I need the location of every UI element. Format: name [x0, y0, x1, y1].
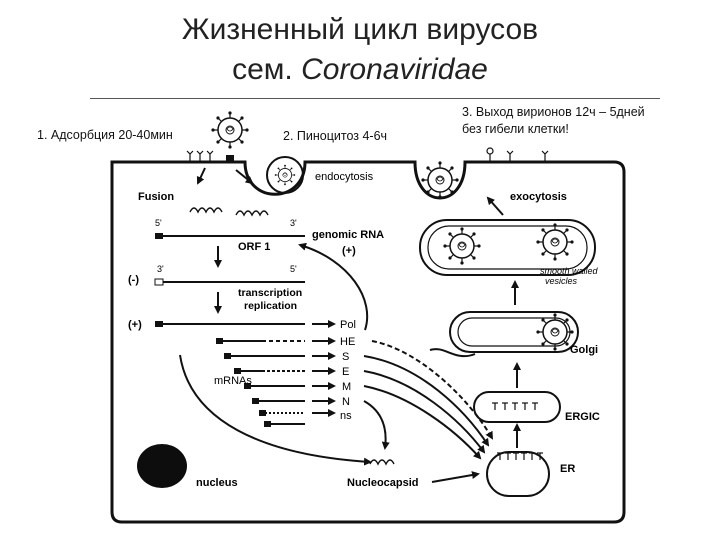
subtitle-prefix: сем.	[232, 53, 302, 86]
protein-m: M	[342, 381, 351, 393]
minus-strand-end	[154, 278, 164, 286]
released-rna-coil	[189, 207, 223, 214]
label-transcription: transcription	[238, 287, 302, 299]
label-mrnas: mRNAs	[214, 375, 252, 387]
page-title: Жизненный цикл вирусов	[181, 13, 539, 46]
attaching-virion-icon	[210, 110, 250, 150]
arrow-exocytosis-up	[486, 196, 504, 216]
three-prime-1: 3'	[290, 218, 297, 228]
arrow-recycle-genomic	[298, 242, 369, 331]
smooth-walled-inner	[427, 225, 588, 270]
protein-e: E	[342, 366, 349, 378]
endocytosis-rna-coil	[235, 210, 269, 217]
label-golgi: Golgi	[570, 344, 598, 356]
ergic-virions	[491, 402, 539, 411]
protein-ns: ns	[340, 410, 352, 422]
translation-arrows	[312, 320, 336, 417]
label-genomic-rna: genomic RNA	[312, 229, 384, 241]
smooth-virion-2-icon	[535, 222, 575, 262]
protein-n: N	[342, 396, 350, 408]
endocytosed-virion-icon	[274, 164, 296, 186]
label-genomic-plus: (+)	[342, 245, 356, 257]
label-endocytosis: endocytosis	[315, 171, 374, 183]
smooth-walled-vesicle	[419, 219, 596, 276]
label-smooth-walled-1: smooth walled	[540, 266, 599, 276]
golgi-tail	[429, 348, 476, 358]
label-orf1: ORF 1	[238, 241, 270, 253]
cap-1	[155, 233, 163, 239]
label-smooth-walled-2: vesicles	[545, 276, 578, 286]
label-exocytosis: exocytosis	[510, 191, 567, 203]
endosome-vesicle	[266, 156, 304, 194]
label-nucleocapsid: Nucleocapsid	[347, 477, 419, 489]
smooth-virion-1-icon	[442, 226, 482, 266]
label-replication: replication	[244, 300, 297, 312]
five-prime-2: 5'	[290, 264, 297, 274]
mrna-set	[222, 340, 305, 425]
er-vesicle	[486, 451, 550, 497]
exocytosing-virion-icon	[420, 160, 460, 200]
arrow-to-nucleocapsid	[179, 354, 372, 466]
nucleus-shape	[137, 444, 187, 488]
arrow-fusion	[196, 167, 206, 185]
five-prime-1: 5'	[155, 218, 162, 228]
note-exit-line2: без гибели клетки!	[462, 122, 569, 136]
label-nucleus: nucleus	[196, 477, 238, 489]
cell-membrane	[110, 160, 626, 524]
receptor-block	[226, 155, 234, 162]
protein-pol: Pol	[340, 319, 356, 331]
protein-to-er-arrows	[363, 340, 494, 460]
label-ergic: ERGIC	[565, 411, 600, 423]
protein-s: S	[342, 351, 349, 363]
label-minus-strand: (-)	[128, 274, 139, 286]
ergic-vesicle	[473, 391, 561, 423]
title-divider	[90, 98, 660, 99]
golgi-vesicle	[449, 311, 579, 353]
subtitle-family: Coronaviridae	[301, 53, 488, 86]
label-fusion: Fusion	[138, 191, 174, 203]
label-er: ER	[560, 463, 575, 475]
note-exit-line1: 3. Выход вирионов 12ч – 5дней	[462, 105, 645, 119]
arrow-nucleocapsid-to-er	[431, 471, 480, 483]
three-prime-2: 3'	[157, 264, 164, 274]
note-pinocytosis: 2. Пиноцитоз 4-6ч	[283, 129, 388, 143]
note-adsorption: 1. Адсорбция 20-40мин	[37, 128, 173, 142]
surface-receptors	[186, 147, 549, 162]
page-subtitle: сем. Coronaviridae	[0, 52, 720, 88]
arrow-endocytosis-down	[235, 169, 254, 185]
mrna-caps	[216, 338, 271, 427]
label-plus-strand: (+)	[128, 319, 142, 331]
protein-he: HE	[340, 336, 355, 348]
cap-plus	[155, 321, 163, 327]
golgi-virion-icon	[535, 312, 575, 352]
nucleocapsid-coil	[369, 459, 395, 466]
